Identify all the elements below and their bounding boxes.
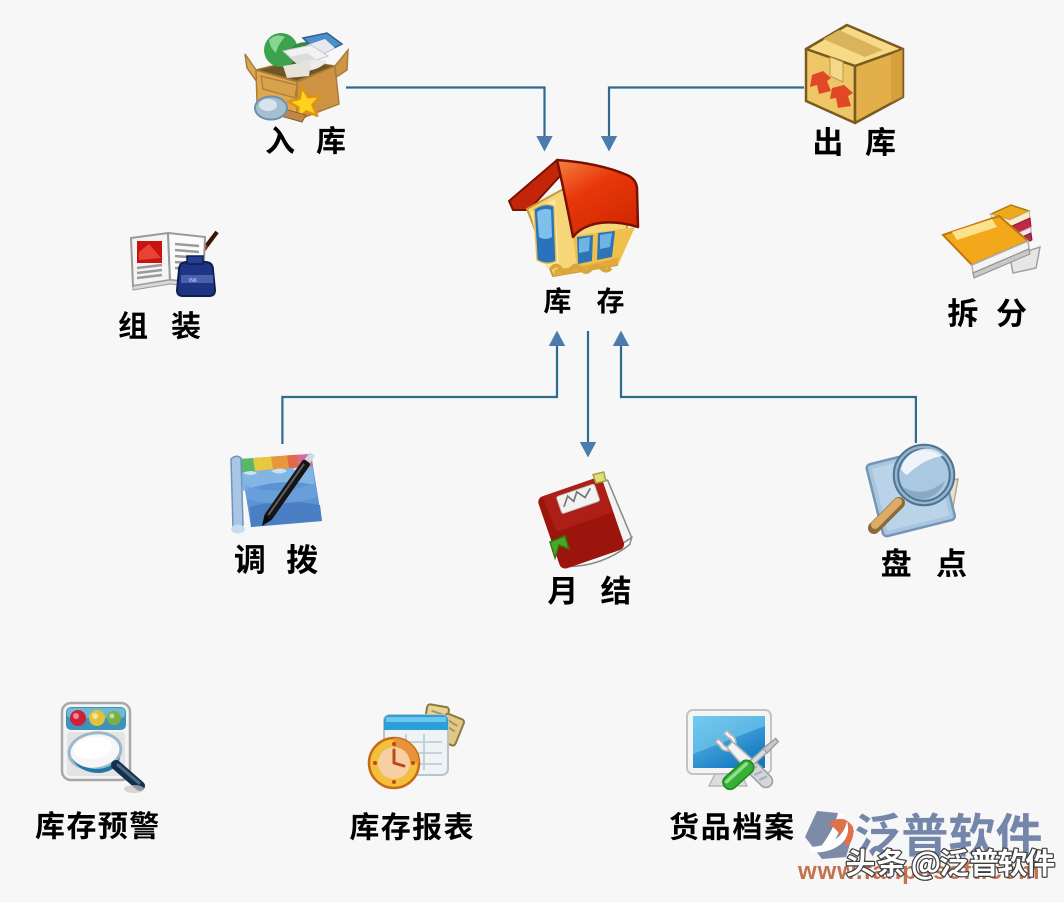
svg-text:INK: INK [189, 278, 198, 284]
